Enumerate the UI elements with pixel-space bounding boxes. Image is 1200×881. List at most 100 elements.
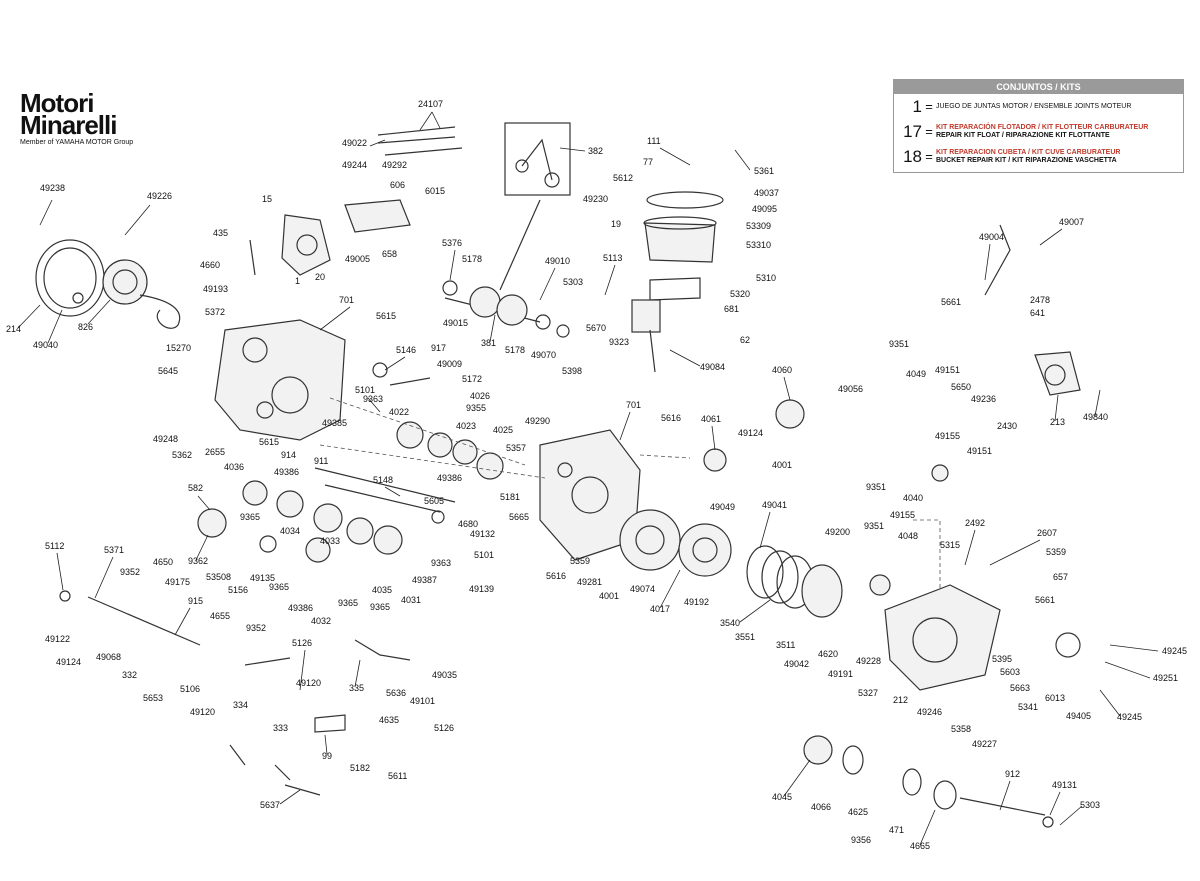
part-number-label: 49151 <box>935 365 960 375</box>
part-number-label: 9351 <box>866 482 886 492</box>
part-number-label: 49101 <box>410 696 435 706</box>
leader-line <box>449 249 456 281</box>
leader-line <box>711 425 716 451</box>
part-number-label: 9365 <box>338 598 358 608</box>
piston <box>631 299 661 333</box>
part-number-label: 5315 <box>940 540 960 550</box>
leader-line <box>354 659 361 688</box>
part-number-label: 49227 <box>972 739 997 749</box>
part-number-label: 4032 <box>311 616 331 626</box>
kit-text-line1: KIT REPARACIÓN FLOTADOR / KIT FLOTTEUR C… <box>936 123 1149 131</box>
part-number-label: 5327 <box>858 688 878 698</box>
part-number-label: 5359 <box>570 556 590 566</box>
leader-line <box>39 199 53 226</box>
part-number-label: 5106 <box>180 684 200 694</box>
part-number-label: 49124 <box>738 428 763 438</box>
leader-line <box>964 529 976 566</box>
carburettor <box>281 214 331 276</box>
crankshaft-web <box>469 286 501 318</box>
leader-line <box>659 147 691 166</box>
part-number-label: 49010 <box>545 256 570 266</box>
part-number-label: 49387 <box>412 575 437 585</box>
part-number-label: 53309 <box>746 221 771 231</box>
part-number-label: 49074 <box>630 584 655 594</box>
part-number-label: 4665 <box>910 841 930 851</box>
part-number-label: 49068 <box>96 652 121 662</box>
part-number-label: 5603 <box>1000 667 1020 677</box>
part-number-label: 9323 <box>609 337 629 347</box>
leader-line <box>984 243 991 281</box>
part-number-label: 4022 <box>389 407 409 417</box>
part-number-label: 212 <box>893 695 908 705</box>
part-number-label: 49042 <box>784 659 809 669</box>
part-number-label: 49405 <box>1066 711 1091 721</box>
leader-line <box>919 809 936 846</box>
part-number-label: 5146 <box>396 345 416 355</box>
part-number-label: 4026 <box>470 391 490 401</box>
leader-line <box>759 511 771 549</box>
leader-line <box>47 309 63 344</box>
kit-text-line1: JUEGO DE JUNTAS MOTOR / ENSEMBLE JOINTS … <box>936 102 1132 110</box>
leader-line <box>559 147 586 152</box>
clutch-cover <box>884 584 1001 691</box>
part-number-label: 99 <box>322 751 332 761</box>
part-number-label: 4060 <box>772 365 792 375</box>
part-number-label: 657 <box>1053 572 1068 582</box>
leader-lines <box>17 111 1159 846</box>
part-number-label: 5670 <box>586 323 606 333</box>
part-number-label: 5156 <box>228 585 248 595</box>
part-number-label: 917 <box>431 343 446 353</box>
kit-equals: = <box>925 99 933 114</box>
part-number-label: 3540 <box>720 618 740 628</box>
main-shaft <box>314 467 456 503</box>
leader-line <box>659 569 681 609</box>
part-number-label: 4036 <box>224 462 244 472</box>
pressure-plate <box>801 564 843 618</box>
part-number-label: 701 <box>339 295 354 305</box>
part-number-label: 49131 <box>1052 780 1077 790</box>
part-number-label: 912 <box>1005 769 1020 779</box>
part-number-label: 49009 <box>437 359 462 369</box>
part-number-label: 49155 <box>935 431 960 441</box>
water-pump-tube <box>984 224 1011 296</box>
part-number-label: 5398 <box>562 366 582 376</box>
clutch-plates <box>746 545 784 599</box>
leader-line <box>94 556 114 599</box>
leader-line <box>539 267 556 301</box>
part-number-label: 5615 <box>376 311 396 321</box>
part-number-label: 4033 <box>320 536 340 546</box>
part-number-label: 9362 <box>188 556 208 566</box>
kit-number: 1 <box>912 96 922 116</box>
part-number-label: 49228 <box>856 656 881 666</box>
part-number-label: 4680 <box>458 519 478 529</box>
part-number-label: 49139 <box>469 584 494 594</box>
cylinder-head <box>646 191 724 209</box>
part-number-label: 5650 <box>951 382 971 392</box>
part-number-label: 49120 <box>190 707 215 717</box>
part-number-label: 49191 <box>828 669 853 679</box>
part-number-label: 5663 <box>1010 683 1030 693</box>
part-number-label: 5616 <box>661 413 681 423</box>
leader-line <box>367 397 381 413</box>
part-number-label: 9352 <box>246 623 266 633</box>
part-number-label: 49175 <box>165 577 190 587</box>
part-number-label: 582 <box>188 483 203 493</box>
leader-line <box>279 789 301 805</box>
stator-wires <box>139 294 181 329</box>
part-number-label: 49192 <box>684 597 709 607</box>
part-number-label: 49041 <box>762 500 787 510</box>
part-number-label: 49037 <box>754 188 779 198</box>
part-number-label: 5148 <box>373 475 393 485</box>
part-number-label: 2655 <box>205 447 225 457</box>
part-number-label: 381 <box>481 338 496 348</box>
kit-equals: = <box>925 124 933 139</box>
part-number-label: 5126 <box>434 723 454 733</box>
leader-line <box>419 111 433 131</box>
part-number-label: 9363 <box>431 558 451 568</box>
part-number-label: 5616 <box>546 571 566 581</box>
part-number-label: 658 <box>382 249 397 259</box>
part-number-label: 49040 <box>33 340 58 350</box>
kits-title: CONJUNTOS / KITS <box>894 80 1183 94</box>
leader-line <box>1104 661 1151 679</box>
